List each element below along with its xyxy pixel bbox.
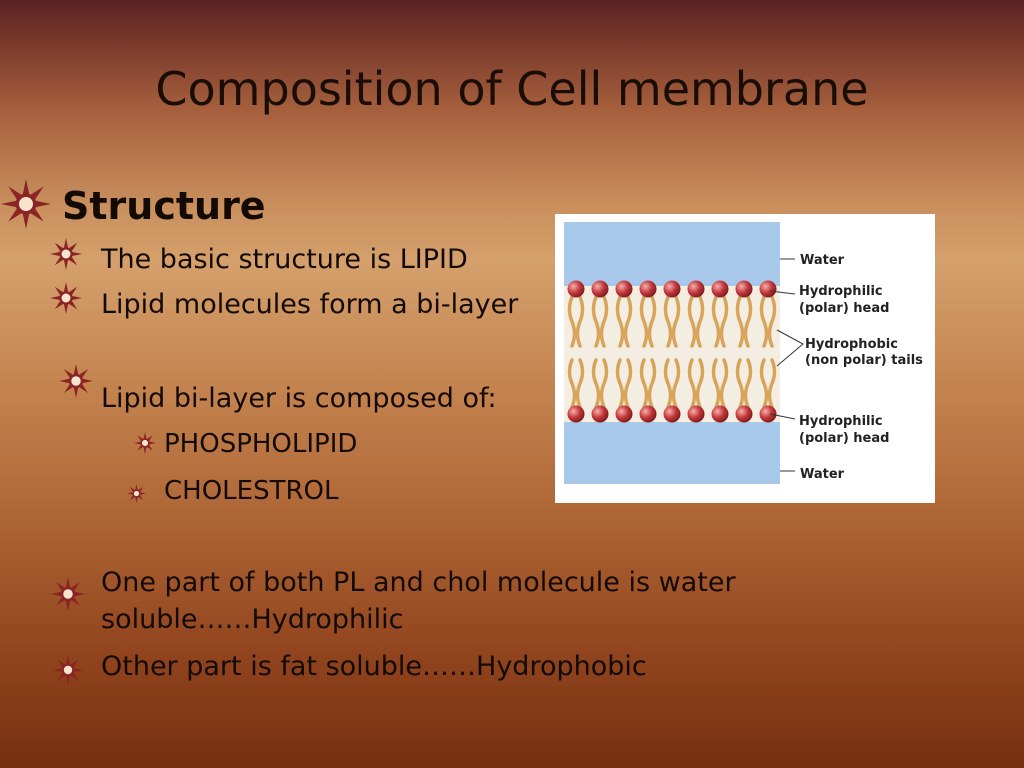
- lipid-tail: [767, 295, 777, 348]
- lipid-tail: [599, 295, 609, 348]
- bullet-hydrophilic-line1: One part of both PL and chol molecule is…: [101, 567, 736, 598]
- lipid-tail: [599, 358, 609, 409]
- phospholipid-head: [687, 280, 705, 298]
- lipid-tail: [639, 358, 649, 409]
- phospholipid-head: [687, 405, 705, 423]
- bullet-hydrophobic: Other part is fat soluble……Hydrophobic: [101, 651, 647, 682]
- lipid-tail: [663, 358, 673, 409]
- phospholipid-head: [711, 280, 729, 298]
- phospholipid-head: [735, 280, 753, 298]
- label-hydrophobic-1: Hydrophobic: [805, 337, 898, 352]
- lipid-tail: [759, 358, 769, 409]
- lipid-tail: [719, 295, 729, 348]
- phospholipid-head: [759, 405, 777, 423]
- lipid-tail: [575, 295, 585, 348]
- phospholipid-head: [663, 405, 681, 423]
- lipid-tail: [711, 358, 721, 409]
- lipid-tail: [671, 358, 681, 409]
- slide-title: Composition of Cell membrane: [155, 62, 869, 116]
- lipid-tail: [687, 295, 697, 348]
- phospholipid-head: [759, 280, 777, 298]
- lipid-tail: [743, 295, 753, 348]
- phospholipid-head: [615, 405, 633, 423]
- sun-flower-icon: [51, 577, 85, 611]
- bullet-bilayer: Lipid molecules form a bi-layer: [101, 289, 519, 320]
- phospholipid-head: [639, 405, 657, 423]
- lipid-tail: [639, 295, 649, 348]
- phospholipid-head: [663, 280, 681, 298]
- label-hydrophilic-top-2: (polar) head: [799, 301, 889, 316]
- lipid-bilayer-diagram: Water Hydrophilic (polar) head Hydrophob…: [555, 214, 935, 503]
- phospholipid-head: [615, 280, 633, 298]
- label-water-top: Water: [800, 253, 845, 268]
- sun-flower-icon: [134, 432, 156, 454]
- lipid-tail: [671, 295, 681, 348]
- phospholipid-head: [711, 405, 729, 423]
- lipid-tail: [567, 295, 577, 348]
- label-water-bottom: Water: [800, 467, 845, 482]
- lipid-tail: [615, 358, 625, 409]
- lipid-tail: [767, 358, 777, 409]
- phospholipid-head: [567, 280, 585, 298]
- sub-bullet-phospholipid: PHOSPHOLIPID: [164, 429, 358, 459]
- bullet-basic-structure: The basic structure is LIPID: [101, 244, 468, 275]
- lipid-tail: [615, 295, 625, 348]
- phospholipid-head: [567, 405, 585, 423]
- lipid-tail: [567, 358, 577, 409]
- phospholipid-head: [639, 280, 657, 298]
- sun-flower-icon: [50, 238, 82, 270]
- hydrophobic-tails: [567, 295, 777, 409]
- label-hydrophilic-top-1: Hydrophilic: [799, 284, 883, 299]
- label-hydrophobic-2: (non polar) tails: [805, 353, 923, 368]
- lipid-tail: [687, 358, 697, 409]
- bilayer-svg: Water Hydrophilic (polar) head Hydrophob…: [564, 222, 923, 484]
- sub-bullet-cholestrol: CHOLESTROL: [164, 476, 339, 506]
- phospholipid-head: [591, 405, 609, 423]
- lipid-tail: [719, 358, 729, 409]
- lipid-tail: [647, 295, 657, 348]
- lipid-tail: [735, 295, 745, 348]
- hydrophilic-heads: [567, 280, 777, 423]
- lipid-tail: [735, 358, 745, 409]
- structure-heading: Structure: [62, 184, 266, 228]
- sun-flower-icon: [59, 364, 93, 398]
- lipid-tail: [623, 358, 633, 409]
- sun-flower-icon: [1, 179, 51, 229]
- lipid-tail: [623, 295, 633, 348]
- sun-flower-icon: [127, 484, 146, 503]
- label-hydrophilic-bottom-2: (polar) head: [799, 431, 889, 446]
- membrane-core: [564, 286, 780, 422]
- sun-flower-icon: [50, 282, 82, 314]
- bullet-bilayer-composition: Lipid bi-layer is composed of:: [101, 383, 497, 414]
- lipid-tail: [743, 358, 753, 409]
- lipid-tail: [591, 358, 601, 409]
- lipid-tail: [759, 295, 769, 348]
- lipid-tail: [695, 358, 705, 409]
- lipid-tail: [647, 358, 657, 409]
- lipid-tail: [575, 358, 585, 409]
- label-hydrophilic-bottom-1: Hydrophilic: [799, 414, 883, 429]
- phospholipid-head: [735, 405, 753, 423]
- sun-flower-icon: [53, 655, 83, 685]
- lipid-tail: [695, 295, 705, 348]
- lipid-tail: [663, 295, 673, 348]
- lipid-tail: [711, 295, 721, 348]
- lipid-tail: [591, 295, 601, 348]
- bullet-hydrophilic-line2: soluble……Hydrophilic: [101, 604, 404, 635]
- phospholipid-head: [591, 280, 609, 298]
